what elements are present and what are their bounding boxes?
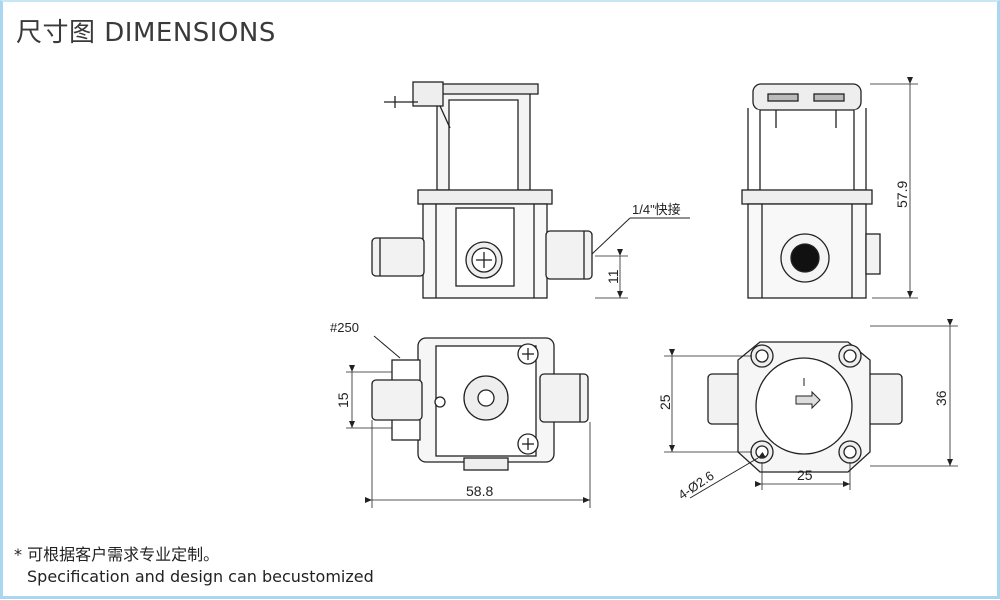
- base-depth-label: 25: [657, 394, 673, 410]
- fitting-label: 1/4"快接: [632, 202, 681, 217]
- note-english: Specification and design can becustomize…: [27, 567, 374, 586]
- wire-label: #250: [330, 320, 359, 335]
- holes-label: 4-Ø2.6: [675, 468, 716, 503]
- port-spacing-label: 15: [335, 392, 351, 408]
- side-view: [741, 77, 918, 299]
- height-label: 57.9: [894, 181, 910, 208]
- page-title: 尺寸图 DIMENSIONS: [16, 18, 276, 48]
- port-offset-label: 11: [605, 269, 621, 284]
- top-view: [346, 335, 591, 508]
- bottom-view: [664, 319, 958, 499]
- length-label: 58.8: [466, 483, 493, 499]
- base-height-label: 36: [933, 390, 949, 406]
- front-view: [371, 81, 690, 299]
- hole-spacing-label: 25: [797, 467, 813, 483]
- note-chinese: * 可根据客户需求专业定制。: [14, 545, 220, 564]
